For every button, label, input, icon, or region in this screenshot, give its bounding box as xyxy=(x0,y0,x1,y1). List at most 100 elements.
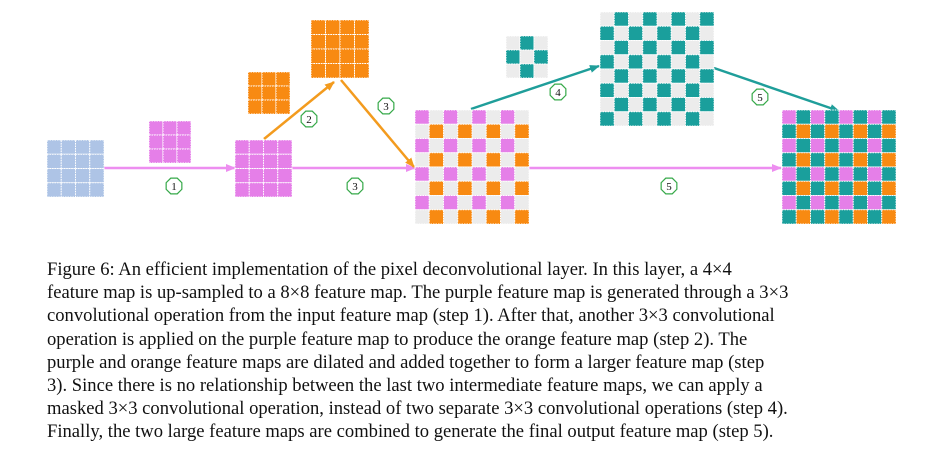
grid-cell xyxy=(599,11,615,27)
grid-cell xyxy=(514,195,530,211)
grid-cell xyxy=(247,99,263,115)
grid-cell xyxy=(500,152,516,168)
grid-cell xyxy=(471,109,487,125)
caption-line: feature map is up-sampled to a 8×8 featu… xyxy=(47,282,789,304)
teal-feature-map xyxy=(599,11,715,127)
grid-cell xyxy=(60,139,76,155)
grid-cell xyxy=(457,209,473,225)
caption-line: masked 3×3 convolutional operation, inst… xyxy=(47,398,788,420)
grid-cell xyxy=(261,99,277,115)
grid-cell xyxy=(533,63,549,79)
grid-cell xyxy=(699,40,715,56)
grid-cell xyxy=(642,54,658,70)
caption-line: Figure 6: An efficient implementation of… xyxy=(47,259,732,280)
grid-cell xyxy=(310,63,326,79)
figure-caption: Figure 6: An efficient implementation of… xyxy=(47,258,883,444)
grid-cell xyxy=(852,152,868,168)
grid-cell xyxy=(656,111,672,127)
grid-cell xyxy=(670,40,686,56)
grid-cell xyxy=(824,166,840,182)
grid-cell xyxy=(277,153,293,169)
grid-cell xyxy=(670,111,686,127)
grid-cell xyxy=(485,209,501,225)
grid-cell xyxy=(325,48,341,64)
grid-cell xyxy=(46,182,62,198)
grid-cell xyxy=(457,123,473,139)
grid-cell xyxy=(234,153,250,169)
grid-cell xyxy=(443,109,459,125)
grid-cell xyxy=(339,63,355,79)
grid-cell xyxy=(428,138,444,154)
grid-cell xyxy=(881,166,897,182)
grid-cell xyxy=(599,97,615,113)
grid-cell xyxy=(263,153,279,169)
grid-cell xyxy=(428,123,444,139)
step-badge-label: 3 xyxy=(352,181,358,193)
grid-cell xyxy=(162,120,178,136)
grid-cell xyxy=(414,166,430,182)
grid-cell xyxy=(60,153,76,169)
grid-cell xyxy=(656,68,672,84)
grid-cell xyxy=(354,19,370,35)
grid-cell xyxy=(263,168,279,184)
grid-cell xyxy=(471,123,487,139)
grid-cell xyxy=(824,180,840,196)
grid-cell xyxy=(261,71,277,87)
grid-cell xyxy=(852,180,868,196)
grid-cell xyxy=(838,180,854,196)
grid-cell xyxy=(795,195,811,211)
grid-cell xyxy=(810,195,826,211)
grid-cell xyxy=(824,138,840,154)
orange-kernel-map xyxy=(247,71,291,115)
grid-cell xyxy=(670,82,686,98)
grid-cell xyxy=(46,153,62,169)
step-badge-label: 3 xyxy=(383,101,389,113)
grid-cell xyxy=(599,68,615,84)
grid-cell xyxy=(354,48,370,64)
grid-cell xyxy=(443,166,459,182)
grid-cell xyxy=(277,182,293,198)
grid-cell xyxy=(781,166,797,182)
grid-cell xyxy=(838,166,854,182)
grid-cell xyxy=(781,109,797,125)
grid-cell xyxy=(176,148,192,164)
grid-cell xyxy=(514,138,530,154)
step-badge-label: 1 xyxy=(171,181,177,193)
grid-cell xyxy=(699,68,715,84)
grid-cell xyxy=(781,138,797,154)
grid-cell xyxy=(443,195,459,211)
grid-cell xyxy=(275,99,291,115)
grid-cell xyxy=(642,97,658,113)
grid-cell xyxy=(642,40,658,56)
grid-cell xyxy=(824,195,840,211)
grid-cell xyxy=(339,48,355,64)
grid-cell xyxy=(325,34,341,50)
grid-cell xyxy=(867,152,883,168)
step-badge-octagon xyxy=(751,88,769,106)
grid-cell xyxy=(810,180,826,196)
grid-cell xyxy=(277,139,293,155)
grid-cell xyxy=(685,68,701,84)
grid-cell xyxy=(60,182,76,198)
grid-cell xyxy=(670,68,686,84)
grid-cell xyxy=(599,25,615,41)
grid-cell xyxy=(656,25,672,41)
grid-cell xyxy=(354,63,370,79)
grid-cell xyxy=(613,54,629,70)
grid-cell xyxy=(414,180,430,196)
grid-cell xyxy=(599,40,615,56)
grid-cell xyxy=(428,152,444,168)
grid-cell xyxy=(867,138,883,154)
grid-cell xyxy=(795,166,811,182)
grid-cell xyxy=(162,134,178,150)
grid-cell xyxy=(628,25,644,41)
grid-cell xyxy=(443,138,459,154)
grid-cell xyxy=(89,139,105,155)
grid-cell xyxy=(310,34,326,50)
grid-cell xyxy=(75,139,91,155)
grid-cell xyxy=(599,82,615,98)
grid-cell xyxy=(414,195,430,211)
step-badge-5b: 5 xyxy=(660,177,678,195)
grid-cell xyxy=(247,71,263,87)
